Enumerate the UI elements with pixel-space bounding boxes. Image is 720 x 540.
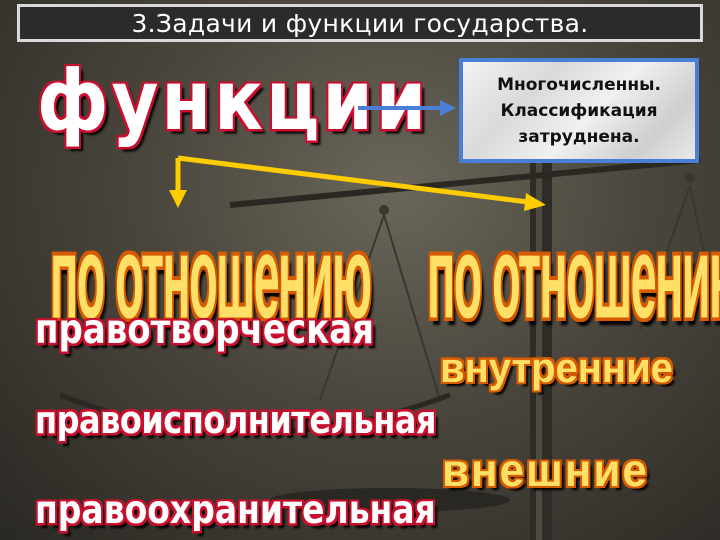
note-line-3: затруднена. bbox=[518, 126, 640, 147]
arrow-to-right-head bbox=[524, 193, 546, 211]
arrow-down-left-head bbox=[169, 190, 187, 208]
left-item-3: правоохранительная bbox=[35, 486, 436, 533]
right-item-2: внешние bbox=[442, 445, 649, 497]
right-column-header: по отношению bbox=[427, 211, 720, 343]
page-title: 3.Задачи и функции государства. bbox=[131, 8, 589, 38]
left-column-header: по отношению bbox=[50, 211, 372, 343]
note-line-2: Классификация bbox=[500, 100, 658, 121]
arrow-to-right bbox=[177, 155, 529, 205]
note-line-1: Многочисленны. bbox=[497, 74, 661, 95]
left-item-1: правотворческая bbox=[35, 306, 374, 354]
arrow-to-note-head bbox=[440, 100, 456, 116]
title-bar: 3.Задачи и функции государства. bbox=[17, 4, 703, 42]
note-box: Многочисленны. Классификация затруднена. bbox=[459, 58, 699, 163]
heading-functions: функции bbox=[37, 52, 430, 149]
left-item-2: правоисполнительная bbox=[35, 397, 436, 443]
right-item-1: внутренние bbox=[440, 345, 673, 392]
